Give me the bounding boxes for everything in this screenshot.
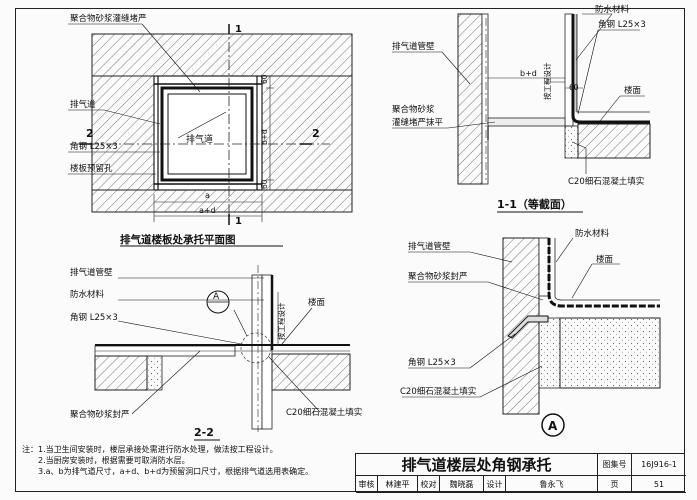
plan-mortar-label: 聚合物砂浆灌缝堵严 (70, 13, 147, 24)
plan-section-1-top: 1 (235, 24, 242, 35)
page-label: 页 (598, 476, 632, 493)
drawing-title: 排气道楼层处角钢承托 (356, 454, 598, 476)
plan-slab-left (91, 75, 155, 191)
s11-angle-label: 角钢 L25×3 (598, 19, 646, 30)
s22-by-design: 按工程设计 (276, 302, 286, 340)
s11-waterproof-label: 防水材料 (595, 4, 630, 15)
s22-wall-label: 排气道管壁 (70, 267, 113, 278)
dA-floor-slab (559, 317, 661, 389)
note-2: 2.当厨房安装时，根据需要可取消防水层。 (38, 456, 190, 465)
note-3: 3.a、b为排气道尺寸，a+d、b+d为预留洞口尺寸，根据排气道选用表确定。 (38, 467, 314, 476)
s22-slab-left (94, 355, 148, 391)
plan-duct-label: 排气道 (70, 99, 96, 110)
section-2-2: 排气道管壁 防水材料 角钢 L25×3 楼面 聚合物砂浆封严 C20细石混凝土填… (70, 265, 362, 432)
s22-angle-label: 角钢 L25×3 (70, 312, 118, 323)
dA-callout-circle (541, 413, 565, 437)
title-block: 排气道楼层处角钢承托 图集号 16J916-1 审核 林建平 校对 魏晓磊 设计… (355, 453, 686, 493)
s11-caption: 1-1（等截面） (497, 197, 572, 211)
s22-concrete-label: C20细石混凝土填实 (286, 407, 362, 418)
atlas-number: 16J916-1 (632, 454, 686, 476)
dA-wall-label: 排气道管壁 (408, 241, 451, 252)
s22-callout-a: A (213, 292, 220, 302)
check-label: 校对 (418, 476, 440, 493)
dA-concrete (538, 317, 561, 389)
s11-wall (457, 13, 483, 185)
check-name: 魏晓磊 (440, 476, 484, 493)
dA-waterproof-label: 防水材料 (575, 228, 610, 239)
s22-waterproof-label: 防水材料 (70, 289, 105, 300)
plan-slab-right (261, 75, 353, 191)
plan-angle-label: 角钢 L25×3 (70, 141, 118, 152)
plan-hole-label: 楼板预留孔 (70, 163, 113, 174)
plan-duct-inner (167, 93, 247, 175)
s11-mortar-label-1: 聚合物砂浆 (392, 104, 435, 115)
plan-section-2-right: 2 (312, 127, 320, 140)
dA-angle-label: 角钢 L25×3 (408, 357, 456, 368)
s11-dim-bd: b+d (520, 69, 537, 78)
s22-caption: 2-2 (194, 426, 214, 439)
atlas-label: 图集号 (598, 454, 632, 476)
plan-slab-top (91, 33, 353, 77)
s22-duct-wall-right (261, 274, 273, 430)
section-1-1: 防水材料 角钢 L25×3 楼面 排气道管壁 聚合物砂浆 灌缝堵严抹平 C20细… (392, 4, 651, 187)
sheet-border (15, 8, 685, 492)
plan-dim-60-top: 60 (260, 74, 269, 84)
s22-slab-right (271, 353, 351, 391)
s11-floor-slab (577, 123, 651, 159)
plan-section-2-left: 2 (86, 127, 94, 140)
dA-concrete-label: C20细石混凝土填实 (400, 386, 476, 397)
s11-floor-label: 楼面 (624, 85, 642, 96)
s11-angle-steel (487, 117, 566, 127)
s11-by-design: 按工程设计 (542, 62, 552, 100)
s11-dim-60: 60 (569, 83, 579, 92)
plan-duct (160, 86, 254, 182)
plan-dim-ad: a+d (199, 206, 216, 215)
plan-section-1-bottom: 1 (235, 216, 242, 227)
s22-mortar-label: 聚合物砂浆封严 (70, 409, 130, 420)
plan-slab-bottom (91, 189, 353, 213)
s22-concrete-left (146, 355, 163, 391)
dA-floor-label: 楼面 (596, 254, 614, 265)
design-label: 设计 (484, 476, 506, 493)
dA-callout-label: A (548, 419, 558, 433)
plan-view: 聚合物砂浆灌缝堵严 排气道 角钢 L25×3 楼板预留孔 排气道 1 1 2 2… (68, 13, 353, 227)
plan-duct-inner-label: 排气道 (186, 133, 213, 145)
s22-floor-label: 楼面 (308, 297, 326, 308)
review-name: 林建平 (378, 476, 418, 493)
dA-mortar-label: 聚合物砂浆封严 (408, 271, 468, 282)
dA-angle-steel (507, 315, 549, 339)
s11-concrete-label: C20细石混凝土填实 (568, 176, 644, 187)
s22-duct-wall-left (251, 274, 263, 430)
page-number: 51 (632, 476, 686, 493)
plan-dim-60-bottom: 60 (260, 179, 269, 189)
design-name: 鲁永飞 (506, 476, 598, 493)
detail-a: 防水材料 楼面 排气道管壁 聚合物砂浆封严 角钢 L25×3 C20细石混凝土填… (400, 228, 661, 415)
s11-wall-label: 排气道管壁 (392, 41, 435, 52)
plan-dim-bd: b+d (260, 129, 269, 145)
review-label: 审核 (356, 476, 378, 493)
s11-mortar-label-2: 灌缝堵严抹平 (392, 117, 444, 128)
note-1: 注：1.当卫生间安装时，楼层承接处需进行防水处理，做法按工程设计。 (22, 445, 278, 454)
s11-concrete (564, 125, 579, 159)
plan-dim-a: a (205, 191, 210, 200)
plan-caption: 排气道楼板处承托平面图 (120, 233, 236, 246)
